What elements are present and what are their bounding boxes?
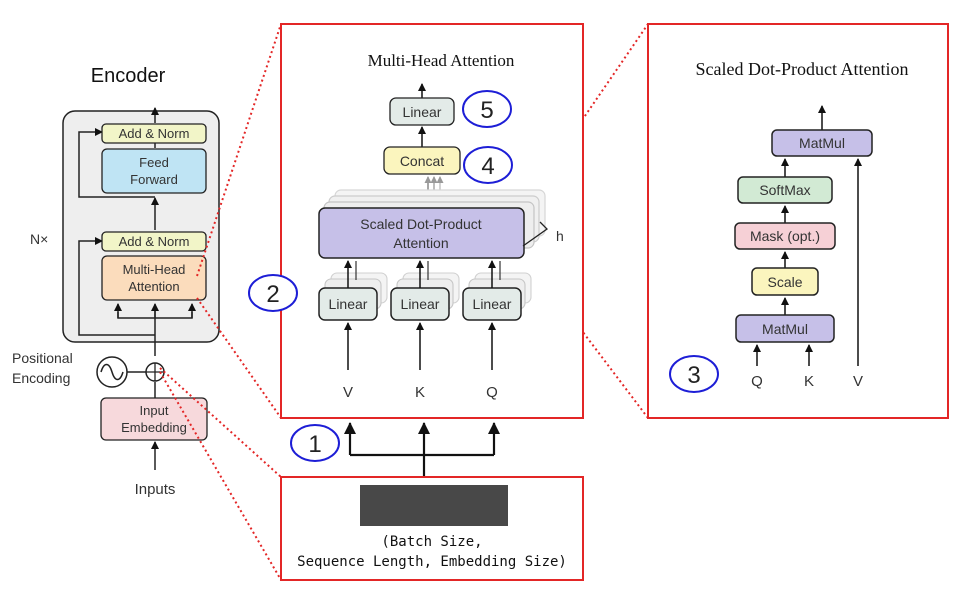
mask-box bbox=[734, 222, 836, 250]
add-norm-top-box bbox=[101, 123, 207, 144]
multi-head-title: Multi-Head Attention bbox=[368, 51, 515, 70]
residual-connection-bottom bbox=[78, 237, 155, 336]
h-label: h bbox=[556, 228, 564, 244]
sdpa-panel-frame bbox=[647, 23, 949, 419]
sdpa-q-label: Q bbox=[751, 373, 763, 390]
matmul-top-box bbox=[771, 129, 873, 157]
add-norm-bottom-box bbox=[101, 231, 207, 252]
sdpa-k-label: K bbox=[804, 373, 814, 390]
linear-q-label: Linear bbox=[473, 296, 512, 312]
encoder-title: Encoder bbox=[91, 65, 166, 87]
concat-box bbox=[383, 146, 461, 175]
sdpa-label-line1: Scaled Dot-Product bbox=[360, 216, 482, 232]
zoom-line bbox=[159, 367, 282, 478]
residual-connection-top bbox=[78, 128, 155, 198]
k-label: K bbox=[415, 384, 425, 401]
sdpa-label-line2: Attention bbox=[393, 235, 448, 251]
q-label: Q bbox=[486, 384, 498, 401]
zoom-line bbox=[196, 297, 282, 419]
inputs-label: Inputs bbox=[135, 481, 176, 498]
multi-head-attention-box bbox=[101, 255, 207, 301]
marker-2-circle bbox=[248, 274, 298, 312]
encoder-block: Encoder N× Add & Norm Feed Forward Add &… bbox=[12, 65, 220, 498]
nx-label: N× bbox=[30, 231, 48, 247]
marker-5-circle bbox=[462, 90, 512, 128]
concat-label: Concat bbox=[400, 153, 444, 169]
sdpa-v-label: V bbox=[853, 373, 863, 390]
v-label: V bbox=[343, 384, 353, 401]
encoder-layer-container bbox=[62, 110, 220, 343]
softmax-label: SoftMax bbox=[759, 182, 810, 198]
linear-v-stack: Linear bbox=[318, 272, 388, 321]
softmax-box bbox=[737, 176, 833, 204]
marker-1-circle bbox=[290, 424, 340, 462]
positional-label-line1: Positional bbox=[12, 350, 73, 366]
input-tensor-panel: (Batch Size, Sequence Length, Embedding … bbox=[280, 476, 584, 581]
feed-forward-label-line2: Forward bbox=[130, 172, 178, 187]
scale-box bbox=[751, 267, 819, 296]
marker-1-label: 1 bbox=[308, 431, 321, 458]
linear-top-label: Linear bbox=[403, 104, 442, 120]
step-markers: 1 2 3 4 5 bbox=[248, 90, 719, 462]
multi-head-panel: Multi-Head Attention Linear Concat Scale… bbox=[280, 23, 584, 419]
input-embedding-label-line2: Embedding bbox=[121, 420, 187, 435]
matmul-bottom-box bbox=[735, 314, 835, 343]
mask-label: Mask (opt.) bbox=[750, 228, 820, 244]
sdpa-title: Scaled Dot-Product Attention bbox=[696, 59, 909, 79]
linear-v-label: Linear bbox=[329, 296, 368, 312]
marker-5-label: 5 bbox=[480, 97, 493, 124]
zoom-line bbox=[196, 23, 282, 277]
marker-2-label: 2 bbox=[266, 281, 279, 308]
matmul-bottom-label: MatMul bbox=[762, 321, 808, 337]
scale-label: Scale bbox=[767, 274, 802, 290]
marker-4-label: 4 bbox=[481, 153, 494, 180]
add-norm-top-label: Add & Norm bbox=[119, 126, 190, 141]
linear-k-label: Linear bbox=[401, 296, 440, 312]
positional-label-line2: Encoding bbox=[12, 370, 70, 386]
multi-head-label-line1: Multi-Head bbox=[123, 262, 186, 277]
feed-forward-label-line1: Feed bbox=[139, 155, 169, 170]
input-embedding-label-line1: Input bbox=[140, 403, 169, 418]
sdpa-panel: Scaled Dot-Product Attention MatMul Soft… bbox=[647, 23, 949, 419]
input-tensor-block bbox=[360, 485, 508, 526]
input-fanout bbox=[344, 422, 500, 480]
sine-wave-icon bbox=[100, 363, 124, 381]
marker-4-circle bbox=[463, 146, 513, 184]
tensor-caption-line1: (Batch Size, bbox=[381, 534, 482, 550]
zoom-line bbox=[159, 371, 282, 581]
add-norm-bottom-label: Add & Norm bbox=[119, 234, 190, 249]
marker-3-label: 3 bbox=[687, 362, 700, 389]
linear-top-box bbox=[389, 97, 455, 126]
multi-head-label-line2: Attention bbox=[128, 279, 179, 294]
linear-q-stack: Linear bbox=[462, 272, 532, 321]
h-bracket bbox=[522, 221, 549, 247]
linear-k-stack: Linear bbox=[390, 272, 460, 321]
sdpa-box bbox=[318, 207, 525, 259]
marker-3-circle bbox=[669, 355, 719, 393]
matmul-top-label: MatMul bbox=[799, 135, 845, 151]
tensor-caption-line2: Sequence Length, Embedding Size) bbox=[297, 554, 567, 570]
feed-forward-box bbox=[101, 148, 207, 194]
